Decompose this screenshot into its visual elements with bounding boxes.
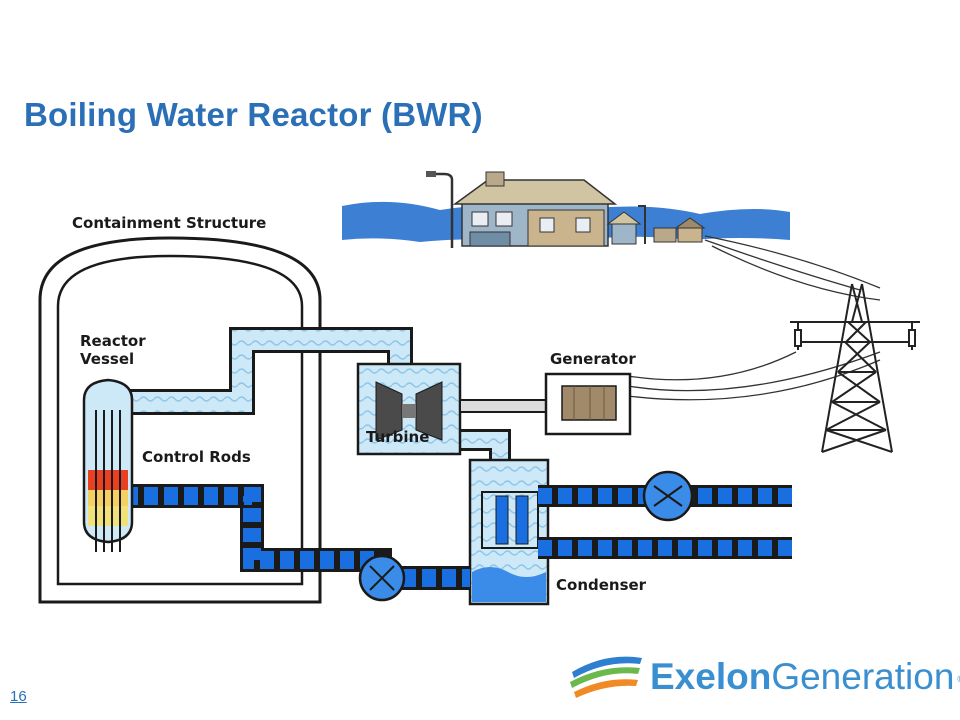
house-small-1	[606, 211, 642, 245]
brand-reg-mark: ®	[957, 674, 960, 684]
cooling-water-loop	[538, 470, 792, 559]
lamp-post-2	[638, 205, 646, 244]
house-main	[452, 171, 618, 247]
turbine-label: Turbine	[366, 428, 429, 446]
brand-company: Exelon	[650, 656, 772, 697]
house-small-2	[653, 217, 706, 243]
landscape-scene	[342, 171, 790, 248]
brand-division: Generation	[771, 656, 955, 697]
condenser-label: Condenser	[556, 576, 647, 594]
transmission-tower	[790, 283, 920, 453]
reactor-label-line2: Vessel	[80, 350, 134, 368]
containment-label: Containment Structure	[72, 214, 266, 232]
street-lamp	[426, 171, 454, 248]
feedwater-loop	[124, 484, 470, 602]
slide-title: Boiling Water Reactor (BWR)	[24, 96, 483, 133]
exelon-logo-mark	[570, 656, 642, 698]
turbine	[356, 362, 462, 456]
generator-label: Generator	[550, 350, 636, 368]
brand-wordmark: ExelonGeneration®	[650, 656, 960, 698]
reactor-vessel	[82, 378, 134, 552]
generator-assembly	[459, 372, 632, 436]
page-number-link[interactable]: 16	[10, 688, 27, 705]
condenser	[468, 458, 550, 606]
control-rods-label: Control Rods	[142, 448, 251, 466]
containment-structure	[38, 236, 322, 604]
reactor-label-line1: Reactor	[80, 332, 146, 350]
control-rods	[95, 410, 121, 552]
